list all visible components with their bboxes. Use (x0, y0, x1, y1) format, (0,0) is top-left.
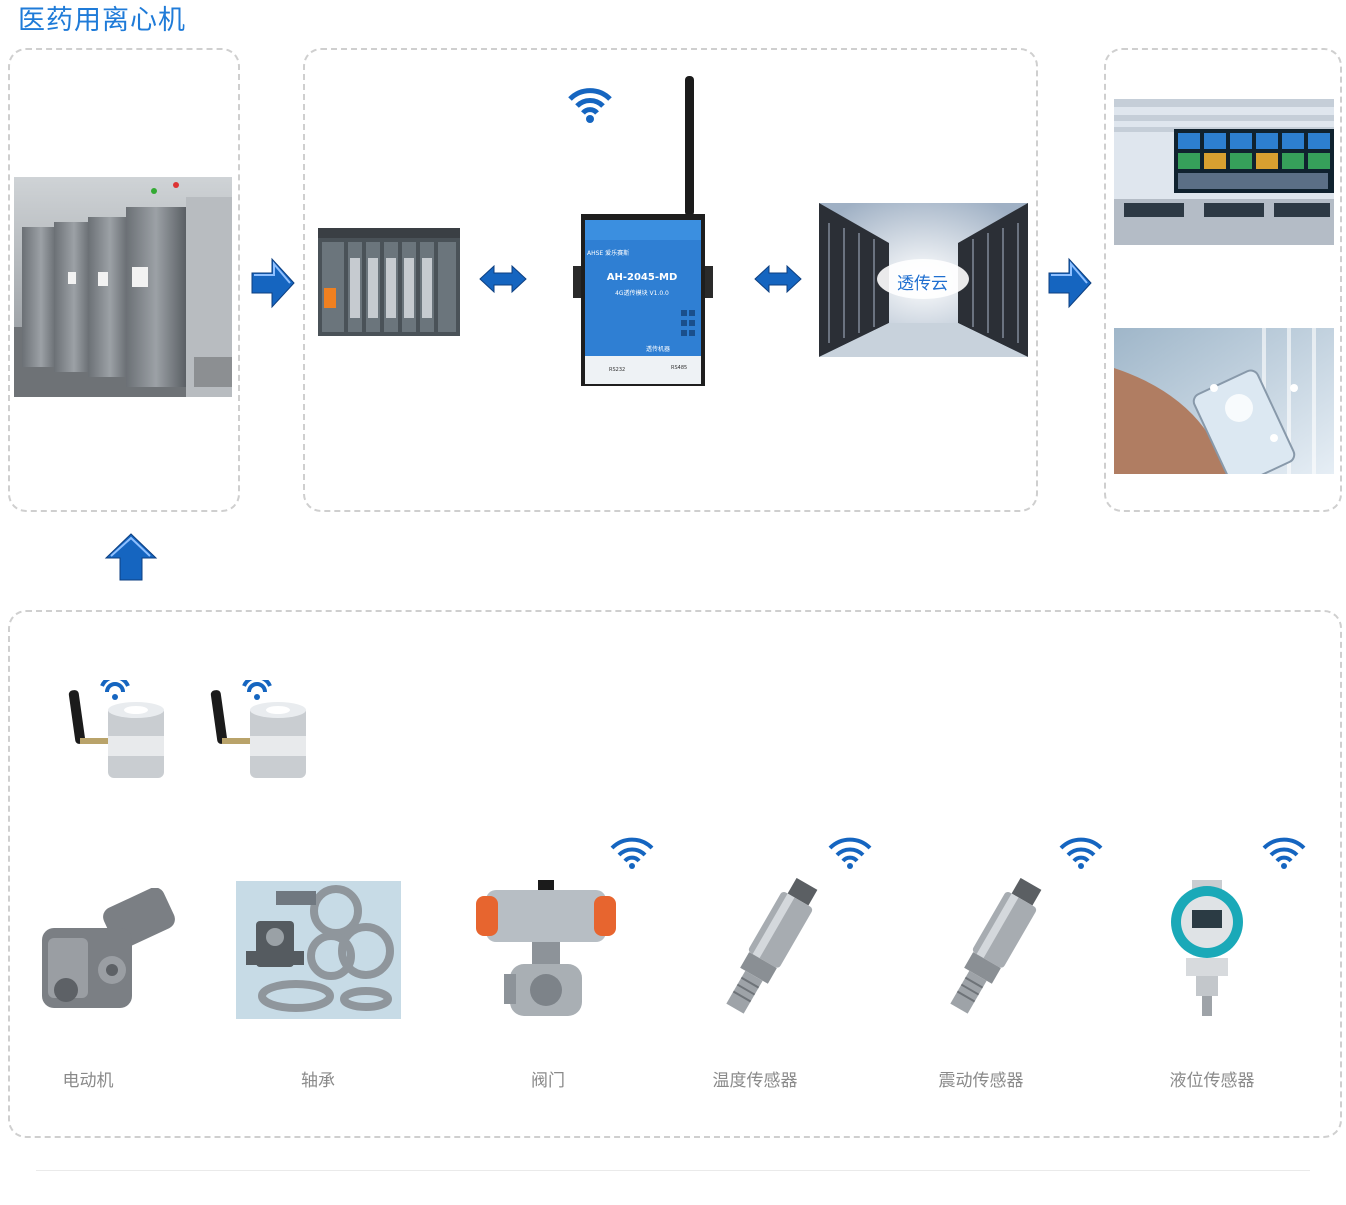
wifi-signal-icon (567, 85, 613, 129)
wifi-signal-icon (827, 836, 873, 874)
device-label-motor: 电动机 (62, 1071, 114, 1091)
temperature-sensor-icon (700, 877, 840, 1018)
equipment-panel (8, 48, 240, 512)
arrow-right-icon (1045, 255, 1095, 315)
router-model-text: AH-2045-MD (606, 272, 678, 283)
motor-icon (36, 887, 178, 1016)
gateway-panel (303, 48, 1038, 512)
router-brand-bottom-text: 透传机器 (645, 346, 670, 353)
wifi-signal-icon (1058, 836, 1104, 874)
arrow-up-icon (102, 532, 160, 586)
device-label-bearing: 轴承 (301, 1071, 335, 1091)
wireless-sensor-node (210, 675, 310, 780)
router-subtitle-text: 4G透传模块 V1.0.0 (615, 290, 669, 297)
device-label-temperature-sensor: 温度传感器 (712, 1071, 798, 1091)
device-label-level-sensor: 液位传感器 (1169, 1071, 1255, 1091)
monitoring-panel (1104, 48, 1342, 512)
arrow-right-icon (248, 255, 298, 315)
vibration-sensor-icon (924, 877, 1064, 1018)
router-port-rs485: RS485 (671, 365, 688, 371)
bearing-icon (236, 881, 401, 1019)
centrifuge-room-photo (14, 177, 232, 397)
bidirectional-arrow-icon (753, 264, 803, 298)
level-sensor-icon (1166, 880, 1248, 1016)
device-label-valve: 阀门 (531, 1071, 565, 1091)
footer-divider (36, 1170, 1310, 1171)
router-brand-text: AHSE 爱乐赛斯 (587, 250, 630, 257)
mobile-app-photo (1114, 328, 1334, 474)
valve-icon (476, 878, 616, 1020)
4g-router-device: AHSE 爱乐赛斯 AH-2045-MD 4G透传模块 V1.0.0 透传机器 … (573, 74, 713, 386)
sensor-panel (8, 610, 1342, 1138)
plc-controller-image (318, 228, 460, 338)
control-room-photo (1114, 99, 1334, 245)
router-port-rs232: RS232 (609, 367, 626, 373)
cloud-label: 透传云 (897, 274, 948, 294)
wifi-signal-icon (1261, 836, 1307, 874)
cloud-server-image: 透传云 (819, 203, 1028, 357)
bidirectional-arrow-icon (478, 264, 528, 298)
wireless-sensor-node (68, 675, 168, 780)
wifi-signal-icon (609, 836, 655, 874)
page-title: 医药用离心机 (18, 5, 186, 36)
device-label-vibration-sensor: 震动传感器 (938, 1071, 1024, 1091)
